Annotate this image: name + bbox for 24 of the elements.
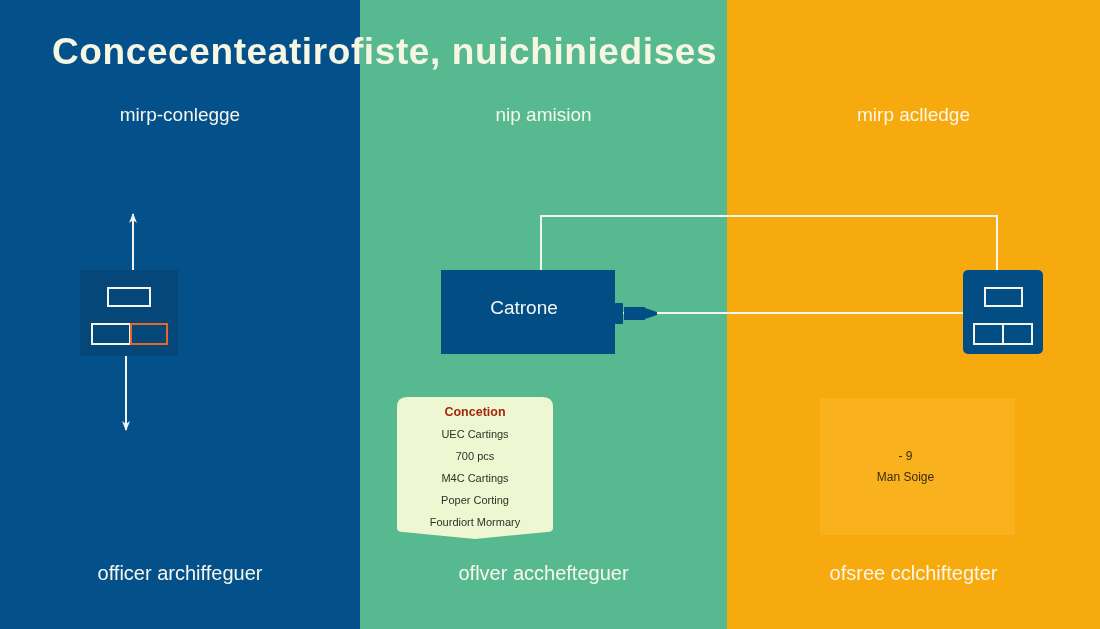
caption-text: Man Soige: [876, 469, 935, 486]
panel-footer: ofsree cclchiftegter: [829, 561, 998, 585]
value-label: - 9: [898, 448, 913, 465]
panel-heading: mirp-conlegge: [119, 103, 241, 127]
note-item: 700 pcs: [455, 449, 495, 464]
panel-footer: oflver acchefteguer: [458, 561, 629, 585]
note-item: Poper Corting: [441, 493, 509, 508]
process-box: [441, 270, 615, 354]
panel-heading: nip amision: [495, 103, 592, 127]
diagram-title: Concecenteatirofiste, nuichiniedises: [52, 30, 718, 74]
note-item: M4C Cartings: [441, 471, 509, 486]
device-box: [80, 270, 178, 356]
panel-footer: officer archiffeguer: [97, 561, 263, 585]
note-title: Concetion: [444, 404, 506, 421]
note-item: UEC Cartings: [441, 427, 509, 442]
note-card: [397, 397, 553, 540]
note-item: Fourdiort Mormary: [429, 515, 521, 530]
box-label: Catrone: [490, 297, 558, 319]
arrow: [129, 213, 137, 271]
panel-heading: mirp aclledge: [857, 103, 970, 127]
arrow: [122, 355, 130, 431]
column-panel: [727, 0, 1100, 629]
connector-line: [540, 215, 998, 271]
device-box: [963, 270, 1043, 354]
